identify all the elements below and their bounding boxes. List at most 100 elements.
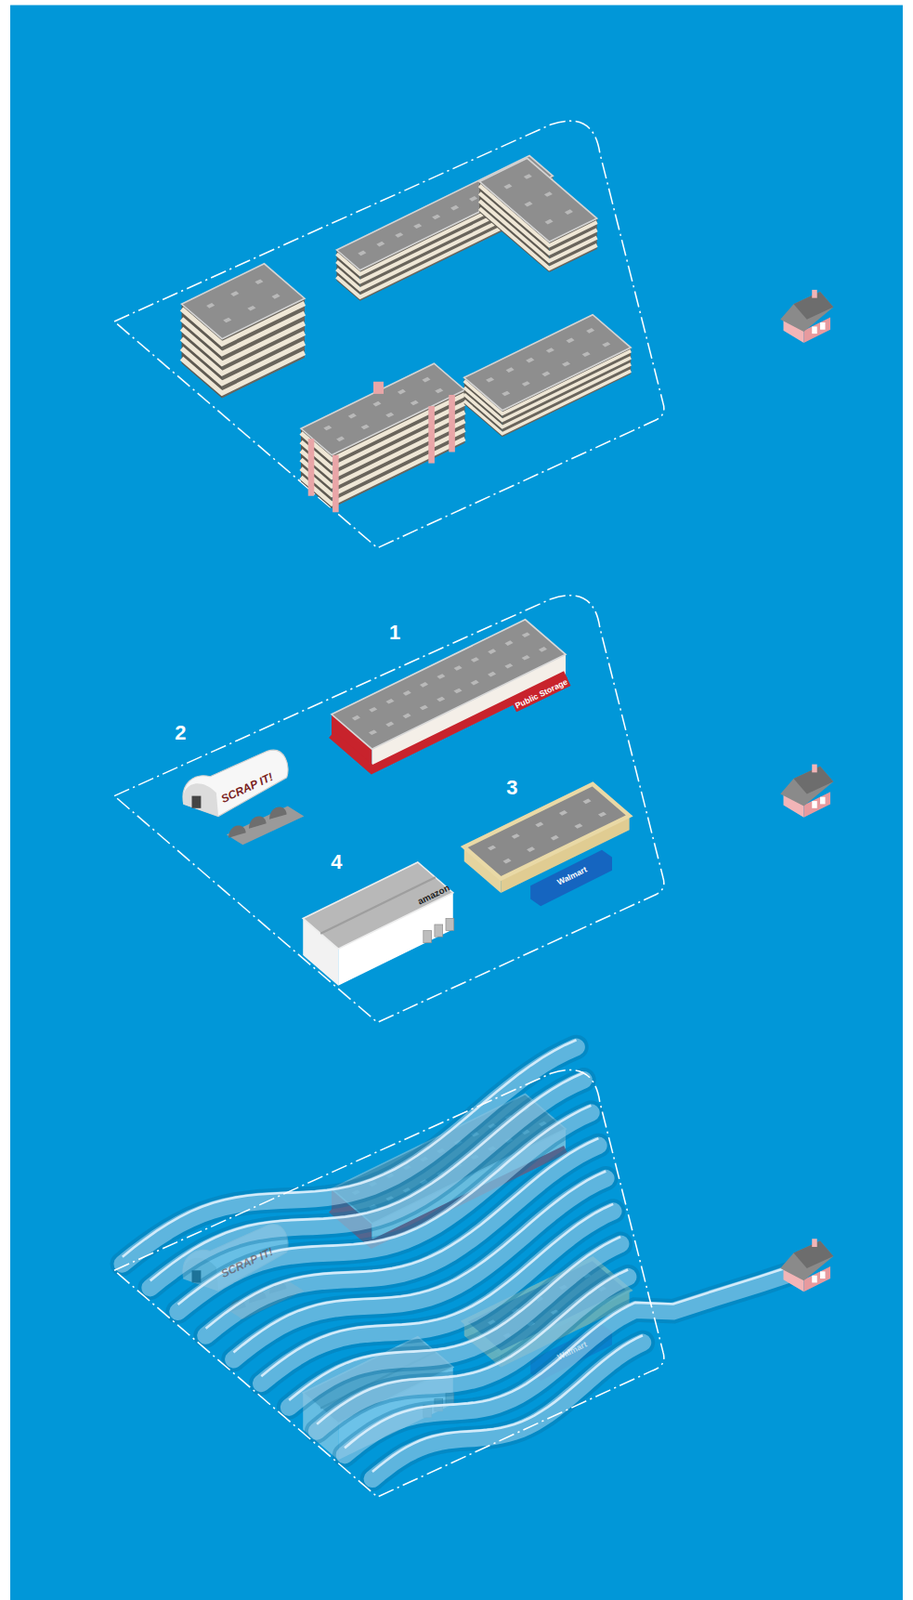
roof-vent — [434, 388, 444, 394]
roof-vent — [413, 222, 422, 229]
roof-vent — [561, 361, 571, 367]
roof-vent — [504, 663, 513, 669]
roof-vent — [550, 834, 560, 841]
roof-vent — [453, 688, 462, 694]
building — [479, 157, 598, 273]
roof-tower — [373, 381, 384, 394]
roof-vent — [368, 729, 378, 735]
hut-door — [192, 795, 202, 809]
site-boundary — [114, 120, 665, 548]
building — [300, 363, 465, 509]
roof — [464, 314, 631, 411]
store-sign — [530, 849, 613, 906]
loading-door — [434, 924, 444, 937]
stair-tower — [308, 438, 315, 496]
roof-vent — [485, 377, 495, 383]
window — [820, 322, 825, 330]
stair-tower — [428, 405, 435, 464]
roof-vent — [247, 305, 256, 312]
building — [464, 783, 630, 893]
roof-vent — [501, 391, 510, 397]
roof-vent — [521, 654, 531, 661]
roof-vent — [454, 665, 463, 671]
house-roof — [780, 766, 834, 807]
roof-vent — [526, 846, 535, 852]
roof-vent — [541, 371, 550, 378]
roof — [302, 861, 454, 949]
roof-vent — [487, 648, 496, 654]
slab — [226, 806, 304, 846]
flood-waves — [122, 1039, 791, 1479]
roof-vent — [336, 436, 345, 443]
roof-vent — [385, 412, 394, 418]
roof-vent — [206, 302, 215, 309]
roof-vent — [538, 646, 548, 653]
roof-vent — [521, 631, 531, 638]
roof-ridge — [320, 876, 436, 933]
roof-vent — [534, 821, 544, 828]
roof-vent — [397, 389, 406, 395]
roof-vent — [403, 690, 412, 696]
roof-vent — [559, 809, 568, 816]
callout-number: 1 — [389, 622, 401, 643]
roof — [182, 263, 305, 340]
roof-vent — [450, 205, 459, 211]
roof-vent — [421, 377, 431, 383]
roof-vent — [361, 424, 370, 431]
quonset-hut — [182, 749, 304, 845]
roof-vent — [506, 366, 515, 373]
site-boundary — [114, 1069, 665, 1497]
roof-vent — [403, 713, 412, 719]
roof-vent — [348, 413, 357, 419]
shed — [269, 807, 287, 820]
house — [780, 764, 834, 818]
house-roof — [780, 1239, 834, 1280]
roof-vent — [323, 425, 332, 431]
callout-number: 2 — [174, 722, 186, 744]
roof-vent — [523, 201, 533, 208]
roof-vent — [544, 219, 553, 225]
wave-crest — [372, 1334, 643, 1472]
roof-vent — [419, 704, 429, 711]
chimney — [811, 289, 817, 299]
roof — [479, 157, 598, 242]
hut-end — [182, 782, 219, 816]
house-roof — [780, 291, 834, 332]
roof-vent — [586, 327, 595, 334]
building — [464, 314, 631, 438]
roof-vent — [544, 191, 553, 197]
roof-vent — [470, 679, 480, 686]
roof-vent — [582, 351, 591, 357]
roof-vent — [573, 822, 583, 829]
window — [820, 1270, 825, 1279]
loading-door — [423, 930, 432, 943]
roof-vent — [564, 208, 574, 215]
callout-number: 3 — [506, 777, 518, 798]
shed — [248, 816, 267, 829]
roof-vent — [546, 347, 555, 353]
hut-body — [182, 749, 288, 816]
roof-vent — [565, 338, 574, 344]
window — [811, 326, 817, 334]
roof — [300, 363, 465, 456]
roof-vent — [372, 401, 381, 407]
roof-vent — [487, 845, 496, 851]
roof-vent — [436, 696, 445, 703]
loading-door — [445, 917, 455, 930]
building — [302, 861, 454, 986]
roof-vent — [385, 698, 394, 705]
stair-tower — [448, 394, 456, 453]
roof-vent — [376, 241, 385, 248]
chimney — [811, 764, 817, 773]
stair-tower — [332, 455, 340, 513]
window — [820, 796, 825, 805]
roof-vent — [272, 293, 281, 300]
wave-shadow — [344, 1273, 791, 1455]
shed — [228, 824, 247, 837]
callout-number: 4 — [330, 851, 342, 873]
roof-vent — [503, 183, 512, 190]
roof-vent — [368, 706, 378, 713]
roof-vent — [410, 400, 419, 406]
roof-vent — [469, 195, 478, 202]
